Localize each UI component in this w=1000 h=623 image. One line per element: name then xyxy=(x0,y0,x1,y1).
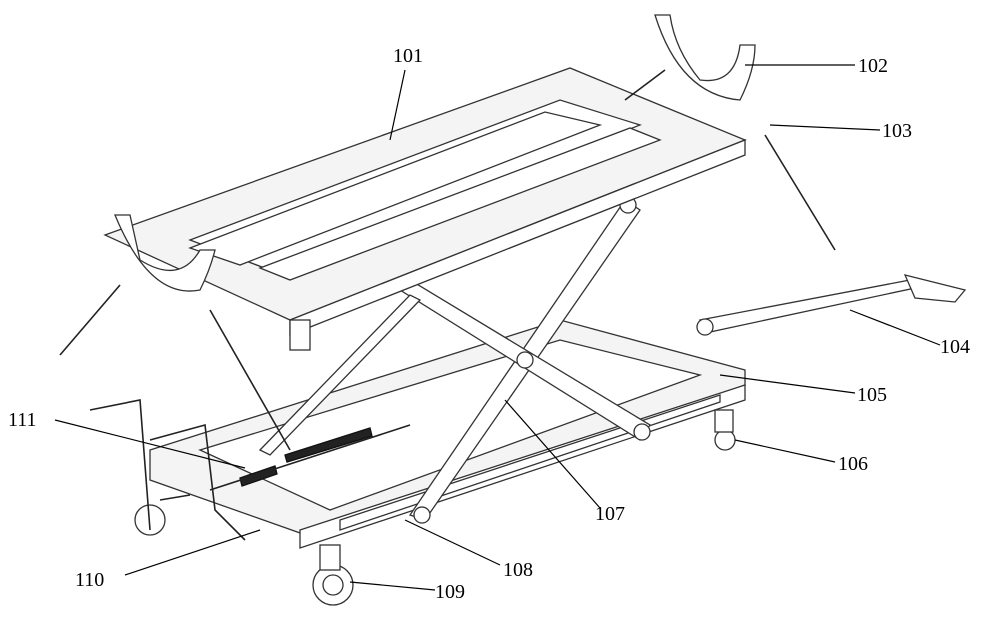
caster-wheel-right xyxy=(714,409,736,451)
leg-support-right xyxy=(624,14,836,251)
label-109: 109 xyxy=(435,581,465,603)
scissor-arms xyxy=(258,196,651,524)
hand-crank xyxy=(89,399,246,541)
label-106: 106 xyxy=(838,453,868,475)
label-107: 107 xyxy=(595,503,625,525)
push-handle xyxy=(696,274,967,336)
label-110: 110 xyxy=(75,569,104,591)
label-102: 102 xyxy=(858,55,888,77)
label-105: 105 xyxy=(857,384,887,406)
leader-lines xyxy=(54,64,941,591)
label-103: 103 xyxy=(882,120,912,142)
label-104: 104 xyxy=(940,336,970,358)
platform xyxy=(103,67,747,351)
label-101: 101 xyxy=(393,45,423,67)
leg-support-left xyxy=(59,214,291,451)
label-108: 108 xyxy=(503,559,533,581)
base-frame xyxy=(149,319,746,549)
lead-screw xyxy=(209,424,411,491)
label-111: 111 xyxy=(8,409,37,431)
caster-wheel-front xyxy=(312,544,354,606)
